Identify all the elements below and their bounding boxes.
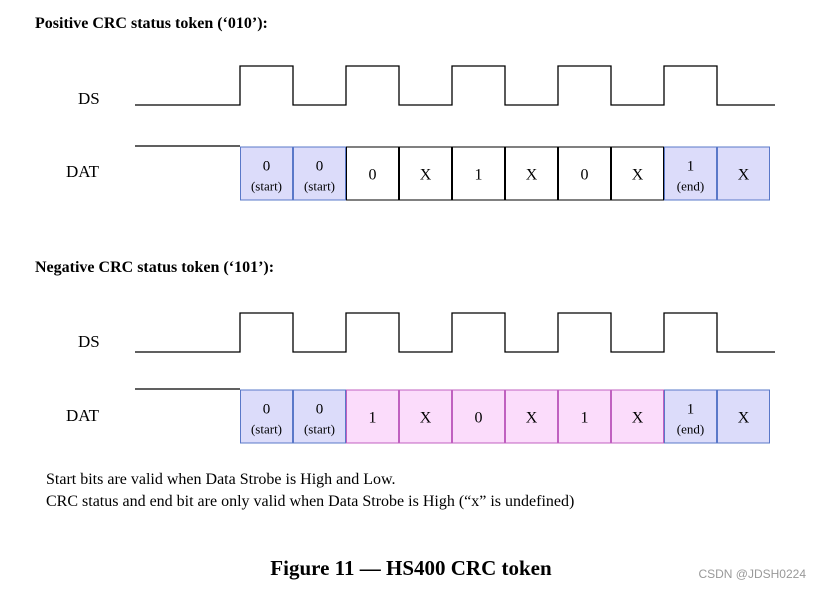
positive-dat-cell-7: [558, 146, 611, 201]
negative-dat-cell-6: [505, 389, 558, 444]
negative-dat-cell-8-value: X: [632, 410, 644, 427]
positive-dat-cell-8-value: X: [632, 167, 644, 184]
positive-dat-cell-10-value: X: [738, 167, 750, 184]
negative-dat-cell-4: [399, 389, 452, 444]
figure-caption: Figure 11 — HS400 CRC token: [270, 556, 552, 580]
positive-dat-cell-2: [293, 146, 346, 201]
positive-dat-cell-5: [452, 146, 505, 201]
positive-dat-cell-2-value: 0: [316, 159, 324, 175]
positive-heading: Positive CRC status token (‘010’):: [35, 15, 268, 32]
negative-dat-cell-5-value: 0: [475, 410, 483, 427]
negative-dat-cell-3-value: 1: [369, 410, 377, 427]
positive-dat-cell-4-value: X: [420, 167, 432, 184]
negative-dat-cell-7-value: 1: [581, 410, 589, 427]
negative-dat-cell-5: [452, 389, 505, 444]
positive-dat-cell-6-value: X: [526, 167, 538, 184]
negative-dat-cell-2-value: 0: [316, 402, 324, 418]
negative-dat-cell-1-note: (start): [251, 422, 282, 437]
positive-dat-cell-2-note: (start): [304, 179, 335, 194]
positive-dat-cell-9-value: 1: [687, 159, 695, 175]
negative-dat-cell-9-value: 1: [687, 402, 695, 418]
negative-ds-label: DS: [78, 332, 100, 351]
positive-dat-cell-7-value: 0: [581, 167, 589, 184]
negative-ds-waveform: [135, 312, 775, 353]
positive-dat-cell-3: [346, 146, 399, 201]
ds-waveform-line: [135, 65, 775, 106]
negative-dat-label: DAT: [66, 406, 100, 425]
positive-dat-cell-9: [664, 146, 717, 201]
negative-dat-cell-10: [717, 389, 770, 444]
negative-dat-cell-2: [293, 389, 346, 444]
positive-dat-cell-8: [611, 146, 664, 201]
negative-dat-cell-9: [664, 389, 717, 444]
negative-dat-cell-3: [346, 389, 399, 444]
csdn-watermark: CSDN @JDSH0224: [698, 567, 806, 581]
negative-dat-cell-1-value: 0: [263, 402, 271, 418]
positive-dat-cell-1-value: 0: [263, 159, 271, 175]
negative-dat-cell-7: [558, 389, 611, 444]
negative-dat-cell-1: [240, 389, 293, 444]
positive-dat-cell-1-note: (start): [251, 179, 282, 194]
negative-dat-cell-10-value: X: [738, 410, 750, 427]
positive-dat-label: DAT: [66, 162, 100, 181]
positive-dat-cell-5-value: 1: [475, 167, 483, 184]
positive-dat-cell-9-note: (end): [677, 179, 704, 194]
positive-dat-cell-3-value: 0: [369, 167, 377, 184]
negative-dat-cell-6-value: X: [526, 410, 538, 427]
positive-dat-cell-10: [717, 146, 770, 201]
negative-dat-cell-2-note: (start): [304, 422, 335, 437]
negative-dat-cell-4-value: X: [420, 410, 432, 427]
note-start-bits: Start bits are valid when Data Strobe is…: [46, 471, 396, 488]
ds-waveform-line: [135, 312, 775, 353]
positive-dat-cell-6: [505, 146, 558, 201]
positive-dat-cell-4: [399, 146, 452, 201]
positive-ds-label: DS: [78, 89, 100, 108]
negative-heading: Negative CRC status token (‘101’):: [35, 259, 275, 276]
note-crc-status: CRC status and end bit are only valid wh…: [46, 493, 575, 510]
positive-dat-cell-1: [240, 146, 293, 201]
negative-dat-cell-9-note: (end): [677, 422, 704, 437]
negative-dat-cell-8: [611, 389, 664, 444]
positive-ds-waveform: [135, 65, 775, 106]
